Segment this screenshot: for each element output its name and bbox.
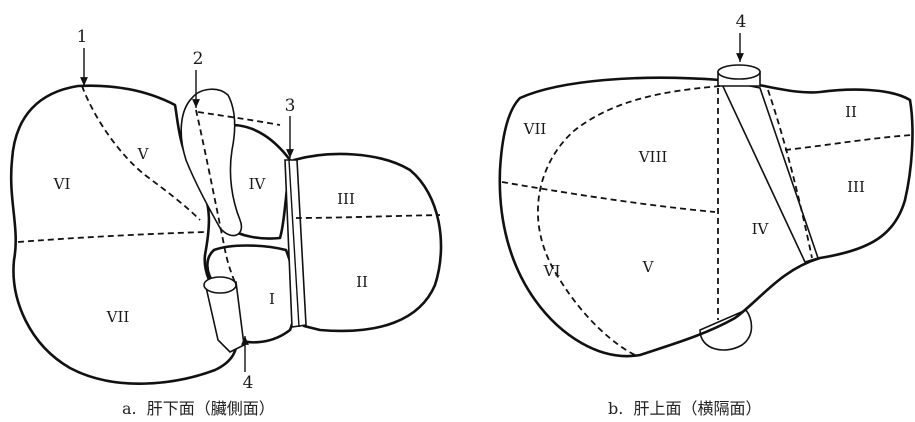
falciform-ligament: [720, 80, 818, 262]
caption-a: a. 肝下面（臟側面）: [122, 395, 275, 419]
segment-viii-label-b: VIII: [638, 148, 668, 166]
pointer-2-label: 2: [193, 49, 204, 69]
inferior-vena-cava-b: [718, 65, 760, 86]
figure-a-visceral-view: V VI VII IV III II I 1 2 3 4: [11, 27, 441, 393]
segment-iv-label-b: IV: [752, 220, 770, 238]
boundary-ii-iii-b: [785, 135, 912, 150]
round-ligament-fissure: [285, 160, 306, 327]
pointer-4b-label: 4: [736, 12, 747, 32]
left-lobe-shape: [294, 154, 441, 331]
pointer-3-label: 3: [285, 96, 296, 116]
segment-vi-label-b: VI: [543, 262, 561, 280]
segment-ii-label: II: [356, 273, 368, 291]
segment-ii-label-b: II: [845, 103, 857, 121]
boundary-vii-viii-vi: [538, 86, 720, 355]
caption-b: b. 肝上面（横隔面）: [608, 395, 762, 419]
pointer-4a-label: 4: [243, 373, 254, 393]
segment-vii-label-b: VII: [523, 120, 547, 138]
boundary-viii-v: [502, 182, 715, 212]
figure-b-diaphragmatic-view: VII VIII VI V IV II III 4: [500, 12, 913, 356]
segment-v-label-b: V: [642, 258, 655, 276]
segment-vi-label: VI: [53, 175, 71, 193]
pointer-1-label: 1: [77, 27, 88, 47]
inferior-vena-cava-a: [204, 277, 244, 352]
segment-iii-label-b: III: [847, 178, 865, 196]
boundary-ii-iii: [296, 215, 440, 218]
gallbladder: [181, 89, 241, 235]
segment-iv-label: IV: [249, 175, 267, 193]
segment-vii-label: VII: [106, 308, 130, 326]
segment-iii-label: III: [337, 190, 355, 208]
segment-v-label: V: [137, 145, 150, 163]
segment-i-label: I: [269, 290, 275, 308]
boundary-vi-vii: [18, 232, 205, 242]
